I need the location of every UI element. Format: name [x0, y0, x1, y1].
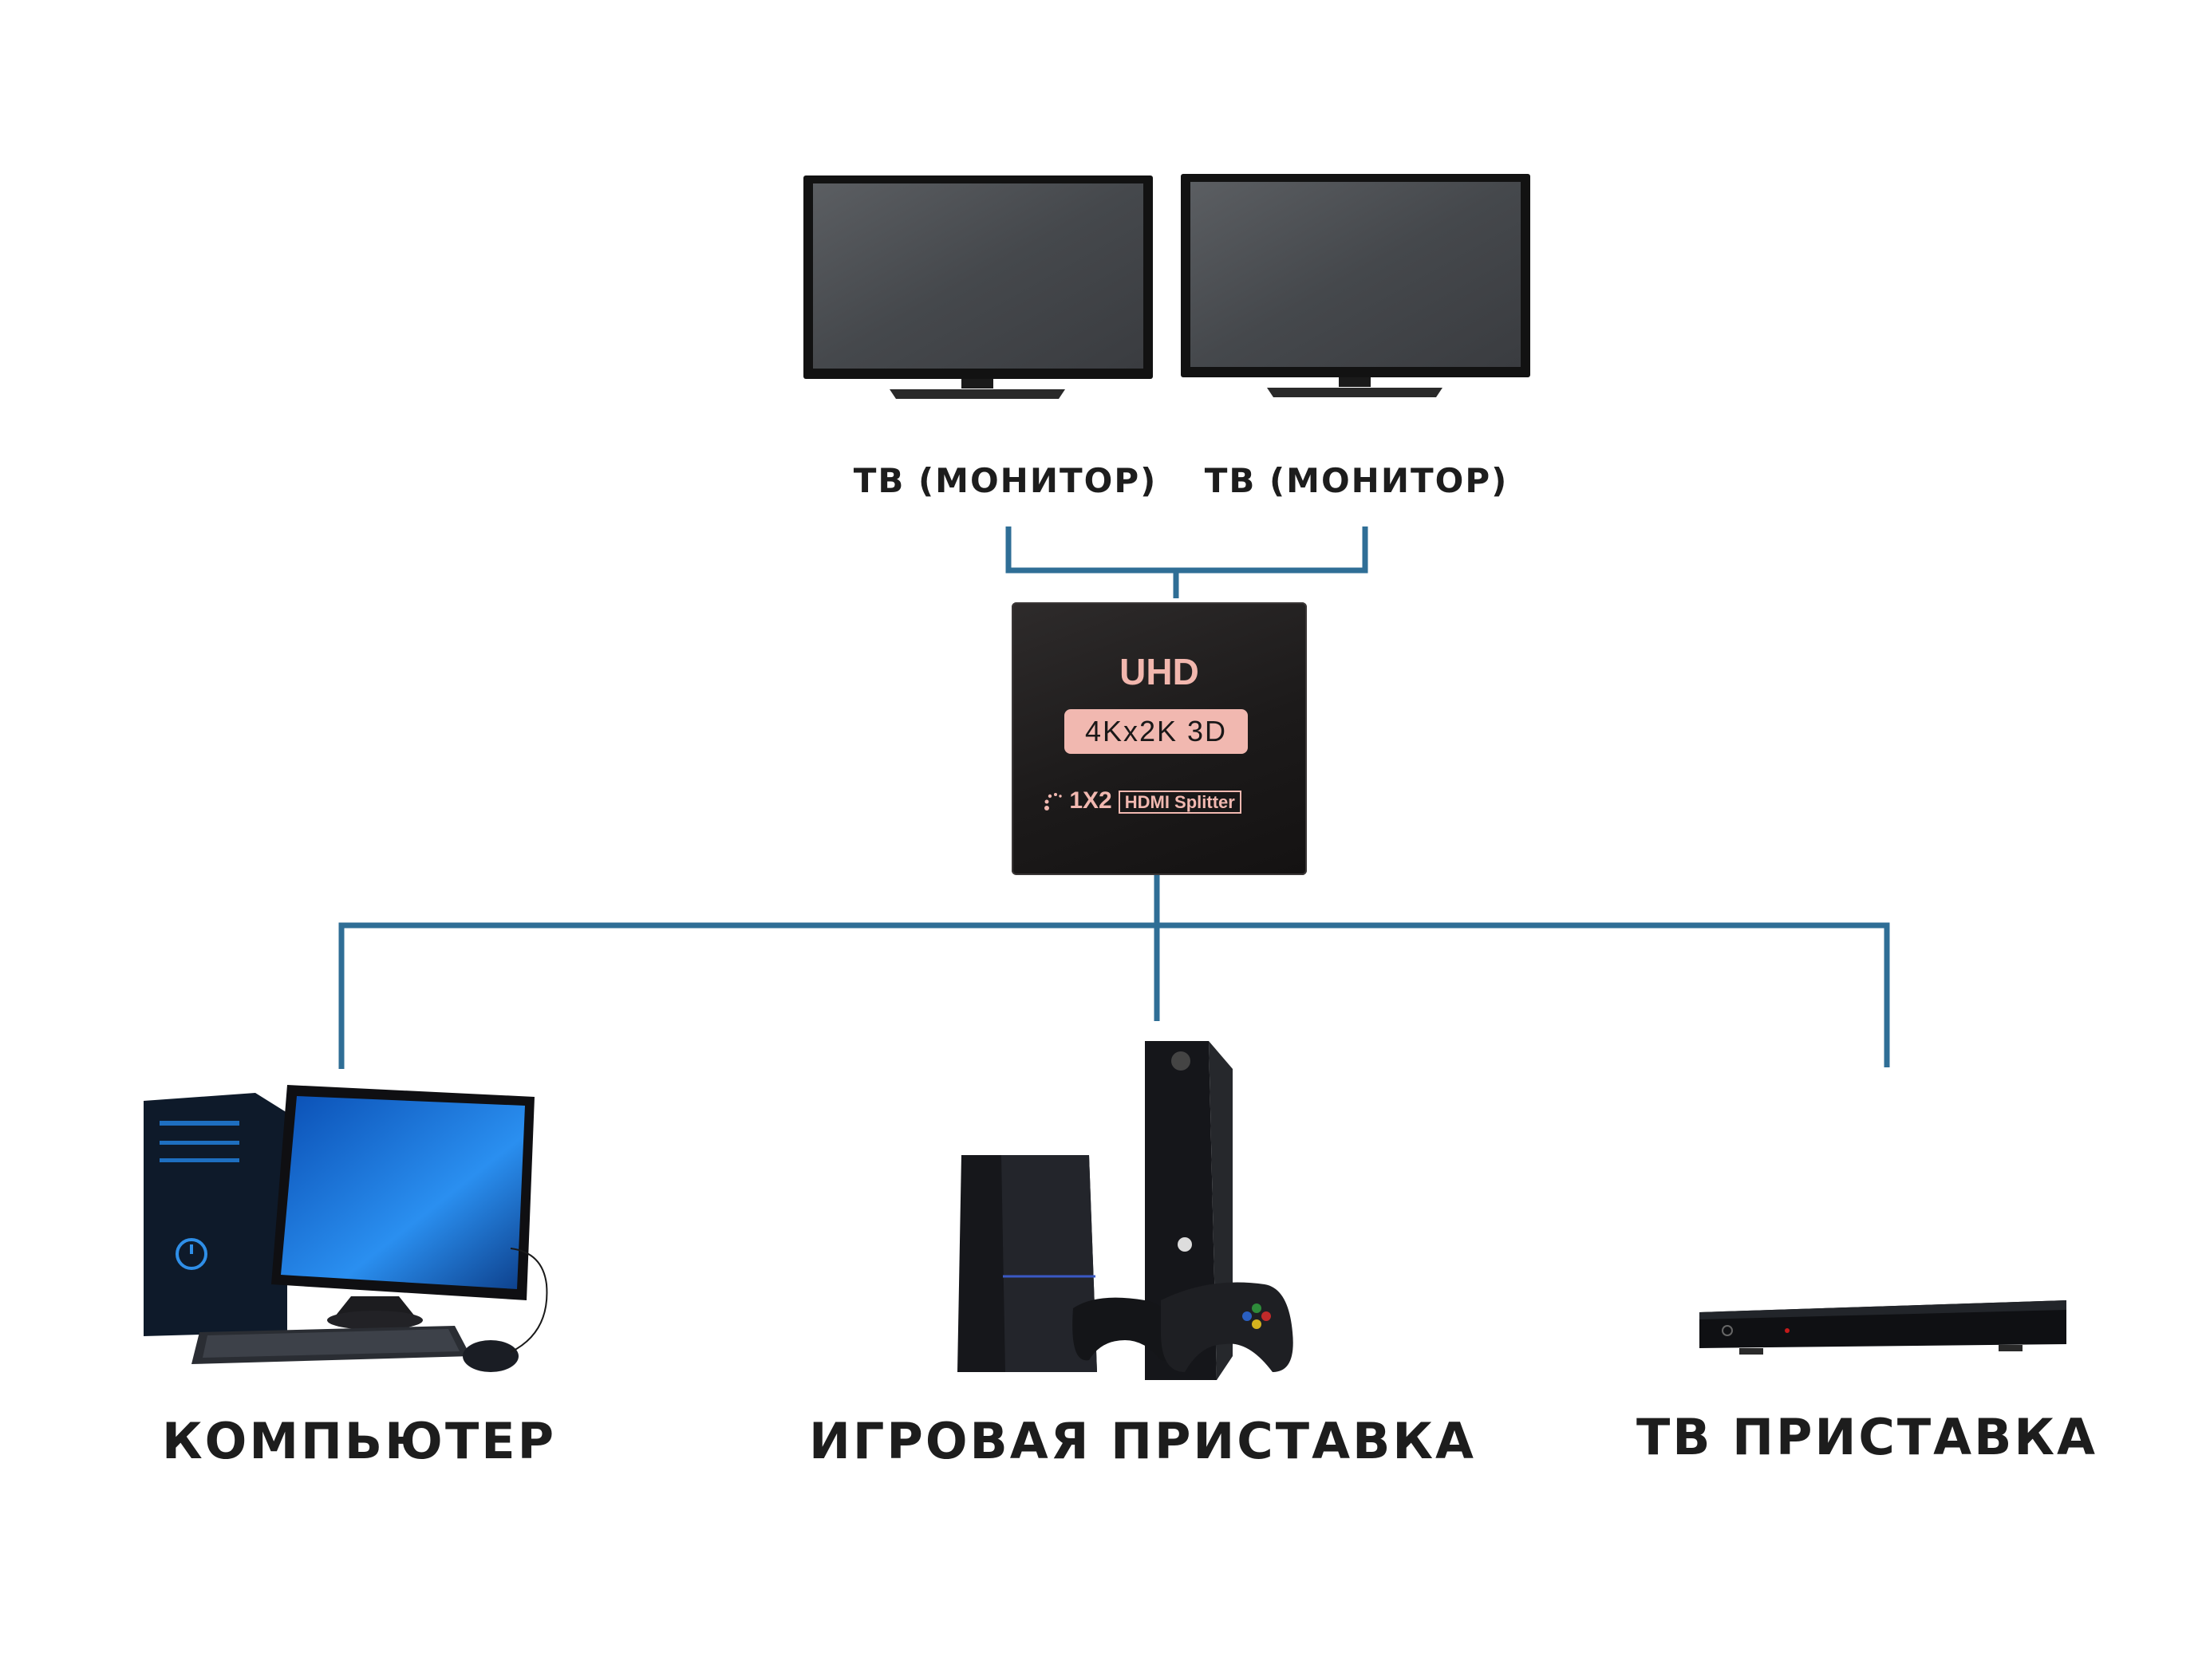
splitter-model-number: 1X2 [1069, 787, 1112, 814]
tv-box-label: ТВ ПРИСТАВКА [1636, 1408, 2098, 1466]
tv-label-right: ТВ (МОНИТОР) [1204, 461, 1509, 500]
game-console-icon [957, 1041, 1293, 1380]
tv-monitor-icon-right [1181, 174, 1530, 397]
tv-box-icon [1699, 1300, 2066, 1355]
source-bus-line [338, 922, 1890, 1069]
tv-label-left: ТВ (МОНИТОР) [853, 461, 1158, 500]
game-console-label: ИГРОВАЯ ПРИСТАВКА [808, 1412, 1477, 1470]
splitter-model-text: HDMI Splitter [1118, 791, 1241, 814]
computer-icon [144, 1085, 548, 1372]
splitter-model-label: 1X2 HDMI Splitter [1044, 787, 1241, 814]
hdmi-splitter-device: UHD 4Kx2K 3D 1X2 HDMI Splitter [1012, 602, 1307, 875]
splitter-brand-text: UHD [1119, 651, 1199, 692]
computer-label: КОМПЬЮТЕР [161, 1412, 557, 1470]
dots-logo-icon [1044, 793, 1062, 811]
splitter-resolution-badge: 4Kx2K 3D [1064, 709, 1248, 754]
tv-monitor-icon-left [803, 175, 1153, 399]
tv-bracket-line [1005, 526, 1368, 574]
